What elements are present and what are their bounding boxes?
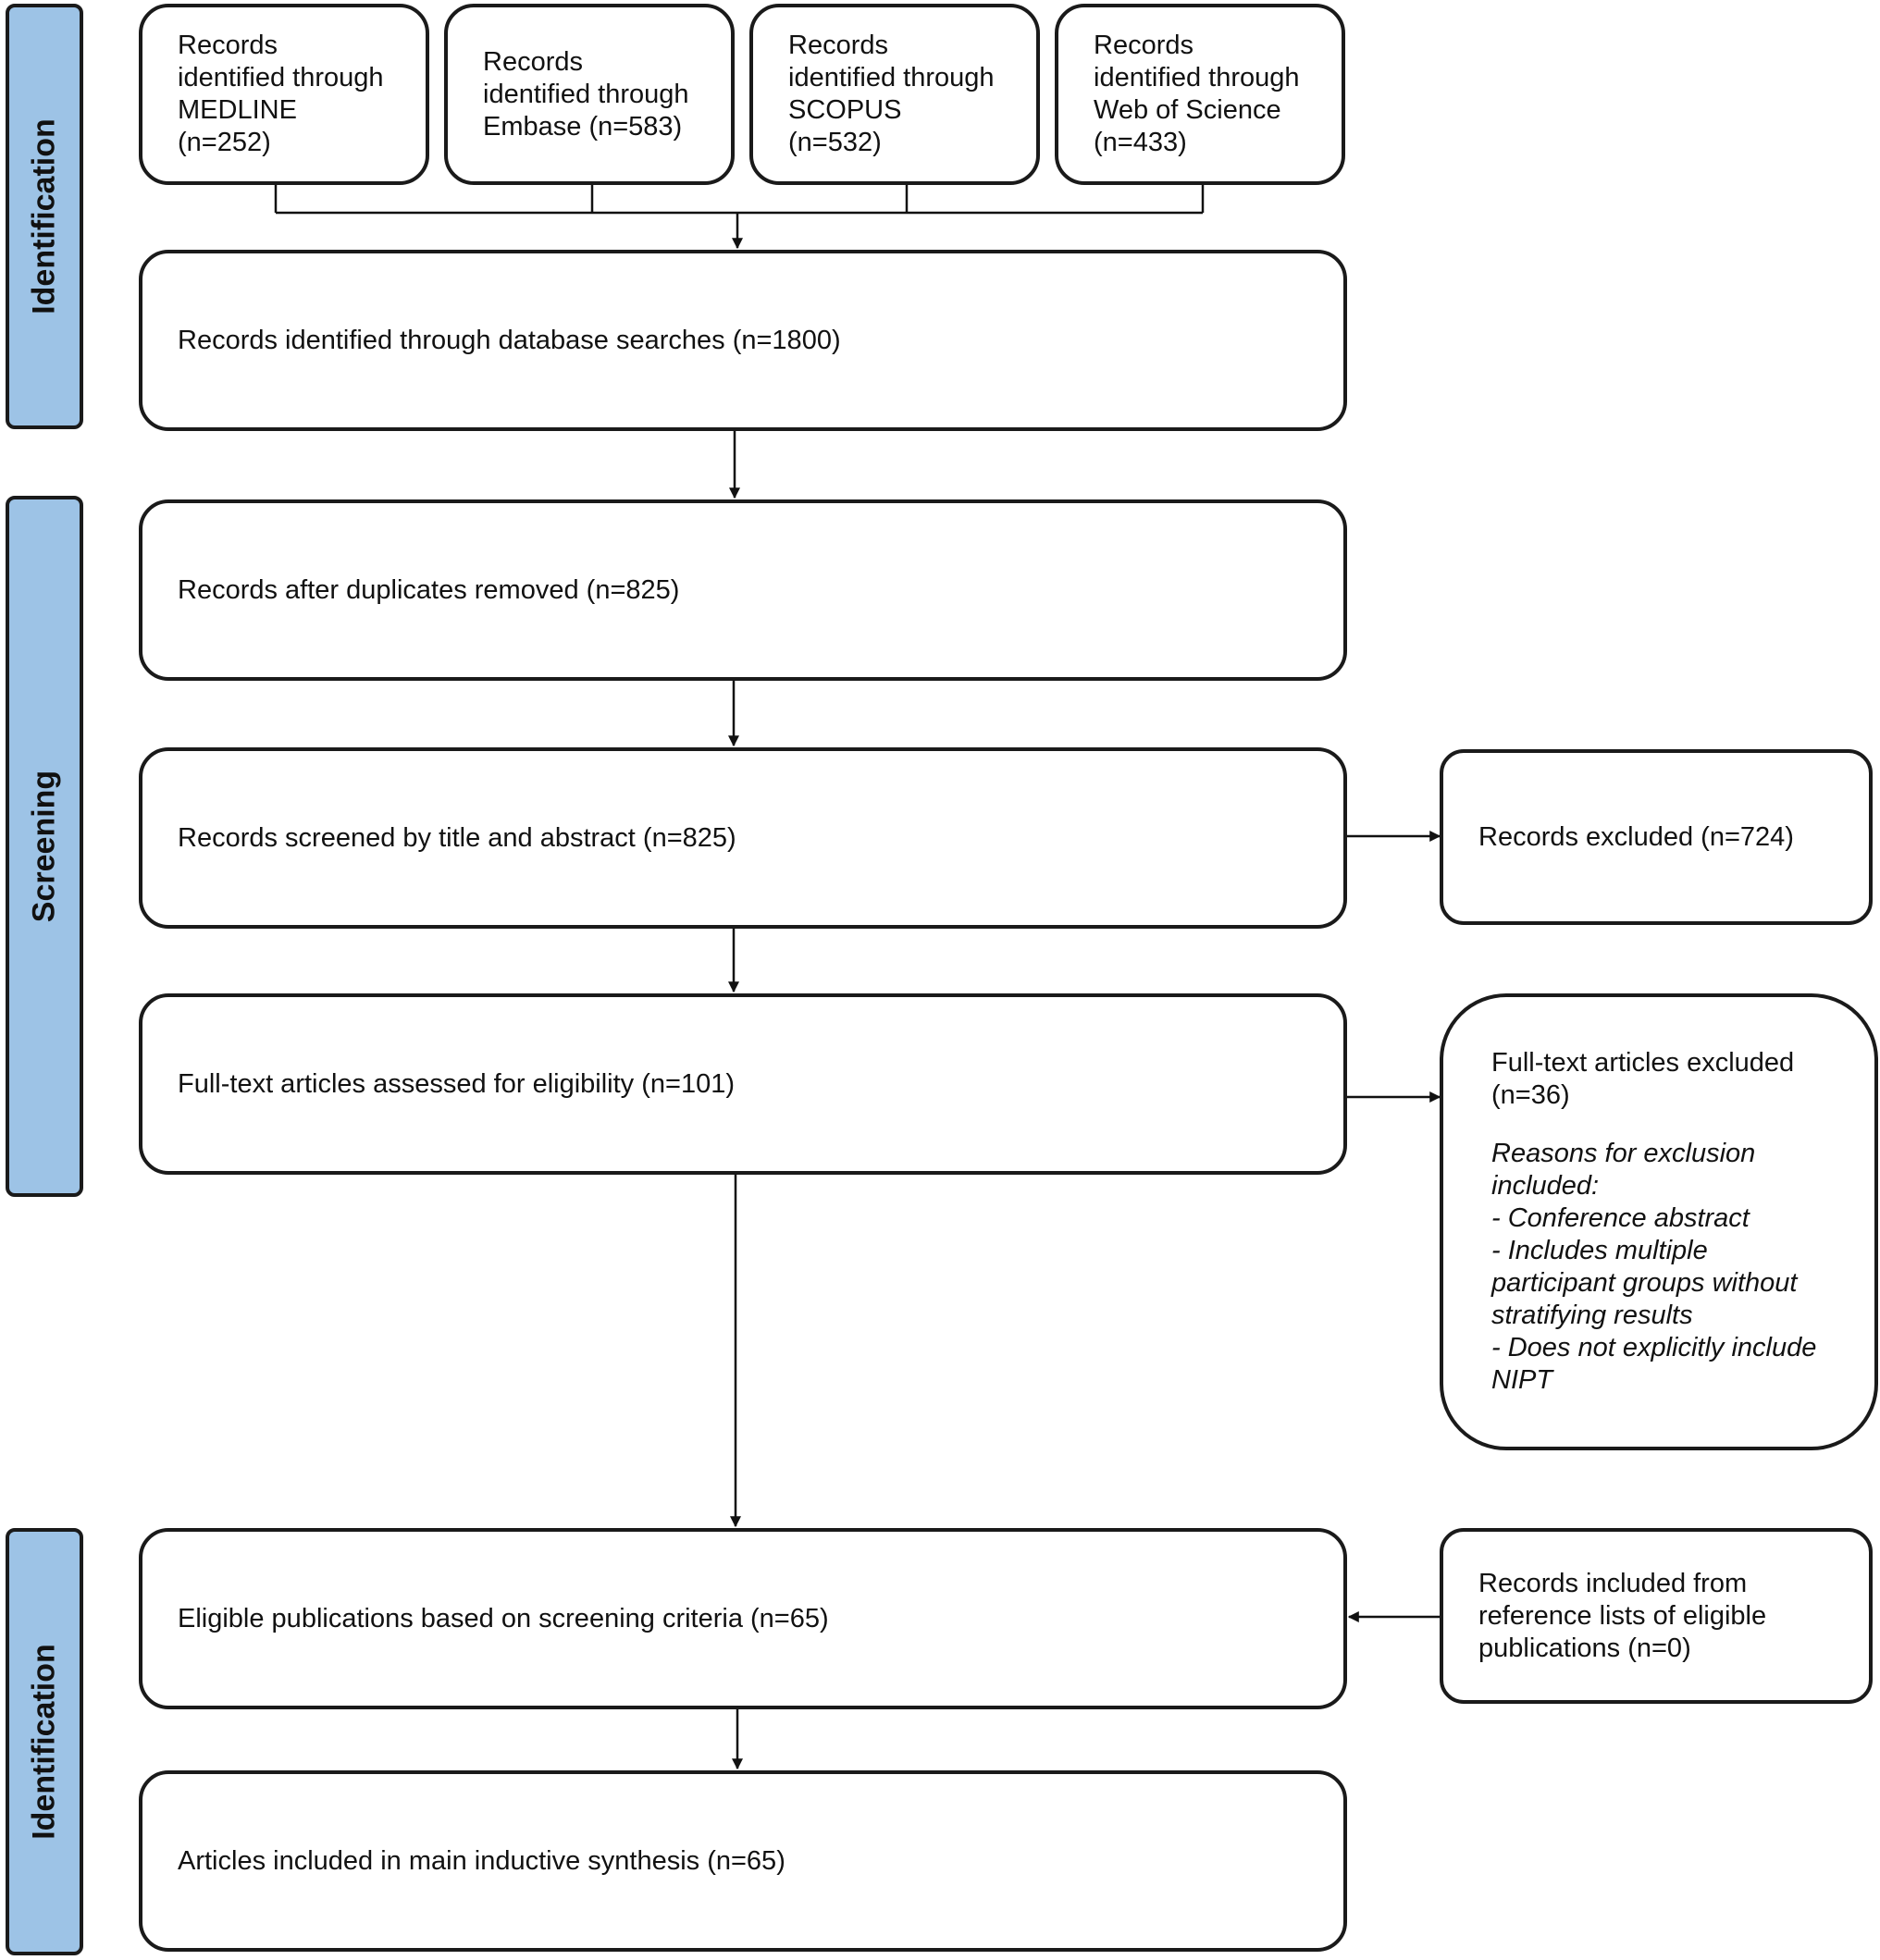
source-box-medline: Records identified through MEDLINE (n=25… <box>139 4 429 185</box>
box-articles-included: Articles included in main inductive synt… <box>139 1770 1347 1952</box>
box-records-excluded: Records excluded (n=724) <box>1440 749 1873 925</box>
source-box-web-of-science: Records identified through Web of Scienc… <box>1055 4 1345 185</box>
box-fulltext-excluded: Full-text articles excluded (n=36) Reaso… <box>1440 993 1878 1450</box>
box-eligible-publications: Eligible publications based on screening… <box>139 1528 1347 1709</box>
box-database-searches: Records identified through database sear… <box>139 250 1347 431</box>
source-box-scopus: Records identified through SCOPUS (n=532… <box>749 4 1040 185</box>
box-duplicates-removed: Records after duplicates removed (n=825) <box>139 499 1347 681</box>
phase-label-text: Screening <box>26 770 62 923</box>
phase-label-text: Identification <box>26 118 62 314</box>
box-fulltext-assessed: Full-text articles assessed for eligibil… <box>139 993 1347 1175</box>
phase-label-screening: Screening <box>6 496 83 1197</box>
phase-label-identification-top: Identification <box>6 4 83 429</box>
box-reference-lists: Records included from reference lists of… <box>1440 1528 1873 1704</box>
source-box-embase: Records identified through Embase (n=583… <box>444 4 735 185</box>
phase-label-identification-bottom: Identification <box>6 1528 83 1955</box>
box-records-screened: Records screened by title and abstract (… <box>139 747 1347 929</box>
exclusion-reasons: Reasons for exclusion included: - Confer… <box>1491 1139 1817 1395</box>
phase-label-text: Identification <box>26 1644 62 1840</box>
